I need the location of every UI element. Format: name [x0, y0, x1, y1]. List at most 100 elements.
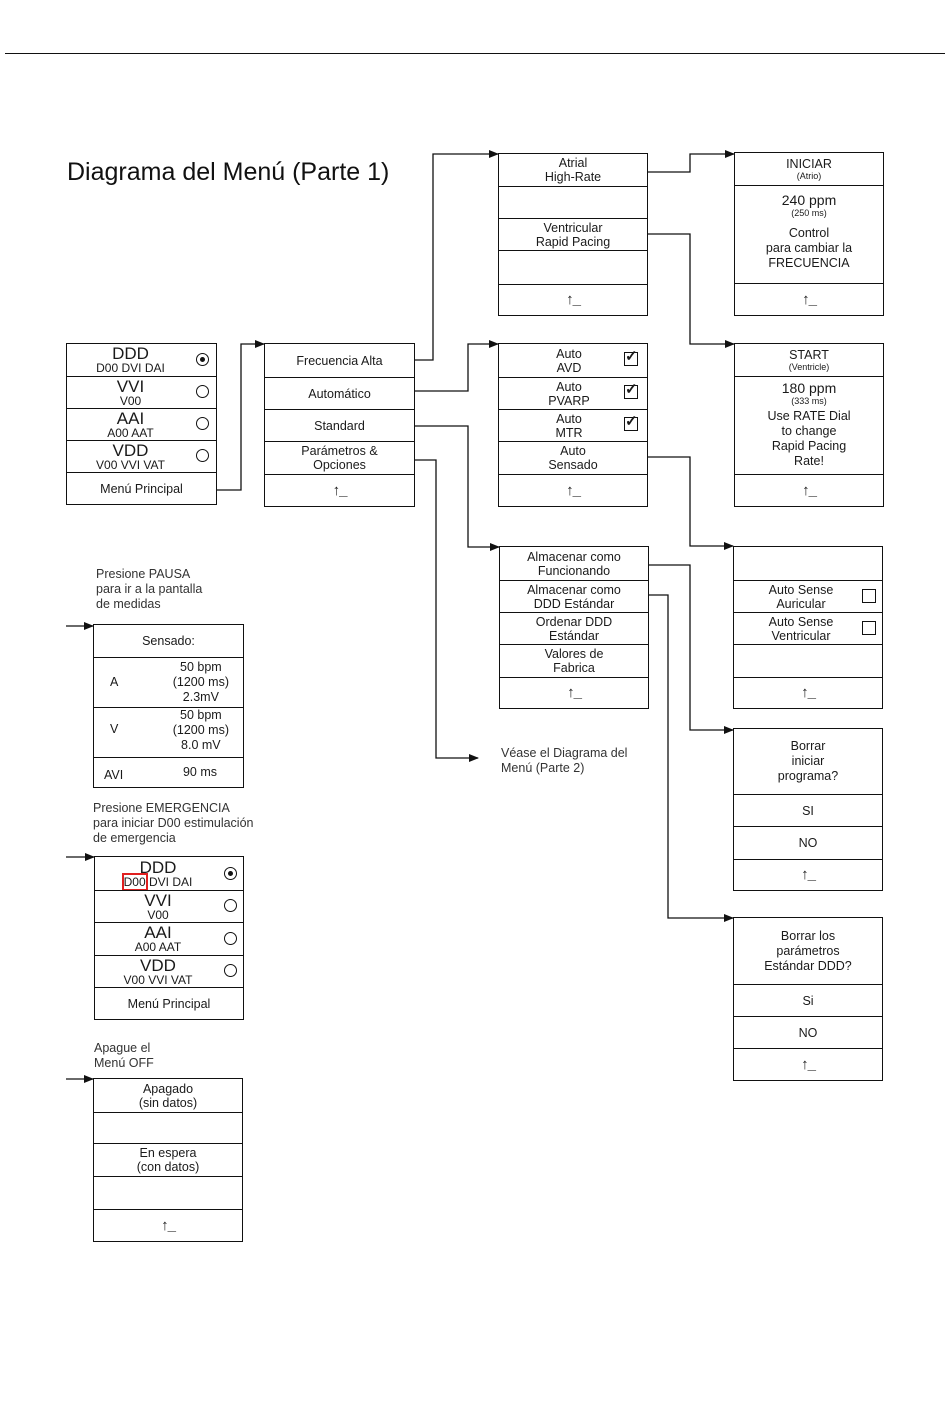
- mode-item-vdd[interactable]: VDD V00 VVI VAT: [67, 440, 216, 472]
- menu-item-label: Automático: [308, 386, 371, 401]
- back-arrow-icon: ↑_: [801, 1055, 816, 1073]
- back-arrow-icon: ↑_: [332, 481, 348, 499]
- menu-item-label: Auto: [556, 411, 582, 426]
- row-label: V: [110, 722, 119, 736]
- yes-label: Si: [802, 993, 814, 1008]
- menu-item-almacenar-ddd[interactable]: Almacenar como DDD Estándar: [500, 580, 648, 612]
- menu-item-almacenar-funcionando[interactable]: Almacenar como Funcionando: [500, 547, 648, 580]
- main-menu-label: Menú Principal: [100, 481, 183, 496]
- main-menu-item[interactable]: Menú Principal: [95, 987, 243, 1019]
- back-item[interactable]: ↑_: [500, 677, 648, 708]
- main-menu-item[interactable]: Menú Principal: [67, 472, 216, 504]
- menu-item-valores-fabrica[interactable]: Valores de Fabrica: [500, 644, 648, 677]
- yes-option[interactable]: SI: [734, 794, 882, 826]
- menu-item-ventricular-rapid-pacing[interactable]: Ventricular Rapid Pacing: [499, 218, 647, 250]
- rate-value: 240 ppm: [781, 192, 837, 208]
- menu-item-auto-sense-auricular[interactable]: Auto Sense Auricular: [734, 580, 882, 612]
- menu-item-parametros[interactable]: Parámetros & Opciones: [265, 441, 414, 474]
- menu-item-empty: [94, 1112, 242, 1143]
- no-option[interactable]: NO: [734, 826, 882, 859]
- mode-item-ddd[interactable]: DDD D00 DVI DAI: [67, 344, 216, 376]
- back-item[interactable]: ↑_: [94, 1209, 242, 1241]
- menu-item-auto-sense-ventricular[interactable]: Auto Sense Ventricular: [734, 612, 882, 644]
- main-menu: Frecuencia Alta Automático Standard Pará…: [264, 343, 415, 507]
- menu-item-auto-avd[interactable]: Auto AVD: [499, 344, 647, 377]
- radio-empty-icon: [224, 932, 237, 945]
- back-arrow-icon: ↑_: [161, 1216, 176, 1234]
- mode-item-vdd[interactable]: VDD V00 VVI VAT: [95, 955, 243, 987]
- screen-body: 180 ppm (333 ms) Use RATE Dial to change…: [735, 376, 883, 474]
- menu-item-standard[interactable]: Standard: [265, 409, 414, 441]
- menu-item-label: Auricular: [776, 596, 826, 611]
- back-item[interactable]: ↑_: [734, 859, 882, 890]
- menu-item-auto-sensado[interactable]: Auto Sensado: [499, 441, 647, 474]
- mode-sub-rest: DVI DAI: [145, 874, 193, 889]
- menu-item-automatico[interactable]: Automático: [265, 377, 414, 409]
- conn-sense-to-autosense: [648, 456, 734, 550]
- mode-sub: A00 AAT: [107, 425, 154, 440]
- menu-item-frecuencia-alta[interactable]: Frecuencia Alta: [265, 344, 414, 377]
- instruction-text: para cambiar la: [765, 241, 853, 255]
- back-item[interactable]: ↑_: [735, 474, 883, 506]
- back-item[interactable]: ↑_: [265, 474, 414, 506]
- menu-item-empty: [499, 186, 647, 218]
- instruction-text: Rapid Pacing: [771, 439, 847, 453]
- menu-item-label: Rapid Pacing: [535, 234, 611, 249]
- yes-option[interactable]: Si: [734, 984, 882, 1016]
- menu-item-ordenar-ddd[interactable]: Ordenar DDD Estándar: [500, 612, 648, 644]
- note-line: Véase el Diagrama del: [501, 746, 628, 760]
- row-values: 50 bpm (1200 ms) 2.3mV: [173, 660, 229, 705]
- yes-label: SI: [802, 803, 814, 818]
- mode-sub: D00 DVI DAI: [96, 361, 165, 375]
- note-line: para ir a la pantalla: [96, 582, 203, 596]
- sensing-row-a: A 50 bpm (1200 ms) 2.3mV: [94, 657, 243, 707]
- conn-store-to-borrar: [649, 564, 734, 734]
- header-rule: [5, 53, 945, 54]
- mode-name: VDD: [140, 955, 176, 975]
- off-note: Apague el Menú OFF: [94, 1041, 154, 1071]
- menu-item-label: Funcionando: [537, 563, 611, 578]
- rate-value: 50 bpm: [180, 708, 222, 722]
- no-option[interactable]: NO: [734, 1016, 882, 1048]
- auto-menu: Auto AVD Auto PVARP Auto MTR Auto Sensad…: [498, 343, 648, 507]
- menu-item-empty: [499, 250, 647, 284]
- back-item[interactable]: ↑_: [735, 283, 883, 315]
- mode-item-vvi[interactable]: VVI V00: [67, 376, 216, 408]
- mode-item-aai[interactable]: AAI A00 AAT: [67, 408, 216, 440]
- mode-item-vvi[interactable]: VVI V00: [95, 890, 243, 922]
- question-line: Borrar los: [780, 928, 836, 943]
- amplitude-value: 8.0 mV: [181, 738, 221, 752]
- mode-sub: V00: [147, 907, 169, 922]
- menu-item-label: (con datos): [136, 1160, 200, 1174]
- borrar-parametros-dialog: Borrar los parámetros Estándar DDD? Si N…: [733, 917, 883, 1081]
- menu-item-label: (sin datos): [138, 1095, 198, 1110]
- mode-item-aai[interactable]: AAI A00 AAT: [95, 922, 243, 955]
- back-item[interactable]: ↑_: [734, 677, 882, 708]
- emergency-mode-menu: DDD D00 DVI DAI VVI V00 AAI A00 AAT VDD …: [94, 856, 244, 1020]
- menu-item-label: High-Rate: [544, 170, 602, 184]
- back-arrow-icon: ↑_: [802, 290, 817, 308]
- checkbox-checked-icon: [624, 413, 638, 431]
- menu-item-apagado[interactable]: Apagado (sin datos): [94, 1079, 242, 1112]
- back-arrow-icon: ↑_: [801, 866, 816, 883]
- checkbox-checked-icon: [624, 348, 638, 366]
- radio-selected-icon: [224, 867, 237, 880]
- menu-item-auto-mtr[interactable]: Auto MTR: [499, 409, 647, 441]
- back-item[interactable]: ↑_: [734, 1048, 882, 1080]
- menu-item-atrial-high-rate[interactable]: Atrial High-Rate: [499, 154, 647, 186]
- see-part2-note: Véase el Diagrama del Menú (Parte 2): [501, 746, 627, 776]
- note-line: Menú OFF: [94, 1056, 154, 1070]
- dialog-question: Borrar iniciar programa?: [734, 729, 882, 794]
- note-line: Presione EMERGENCIA: [93, 801, 230, 815]
- back-item[interactable]: ↑_: [499, 474, 647, 506]
- mode-item-ddd[interactable]: DDD D00 DVI DAI: [95, 857, 243, 891]
- menu-item-label: Valores de: [544, 647, 604, 661]
- menu-item-label: Apagado: [142, 1081, 194, 1096]
- menu-item-auto-pvarp[interactable]: Auto PVARP: [499, 377, 647, 409]
- back-item[interactable]: ↑_: [499, 284, 647, 315]
- menu-item-label: Fabrica: [553, 661, 595, 675]
- row-label: AVI: [104, 768, 124, 782]
- note-line: Menú (Parte 2): [501, 761, 585, 775]
- iniciar-screen: INICIAR (Atrio) 240 ppm (250 ms) Control…: [734, 152, 884, 316]
- menu-item-en-espera[interactable]: En espera (con datos): [94, 1143, 242, 1176]
